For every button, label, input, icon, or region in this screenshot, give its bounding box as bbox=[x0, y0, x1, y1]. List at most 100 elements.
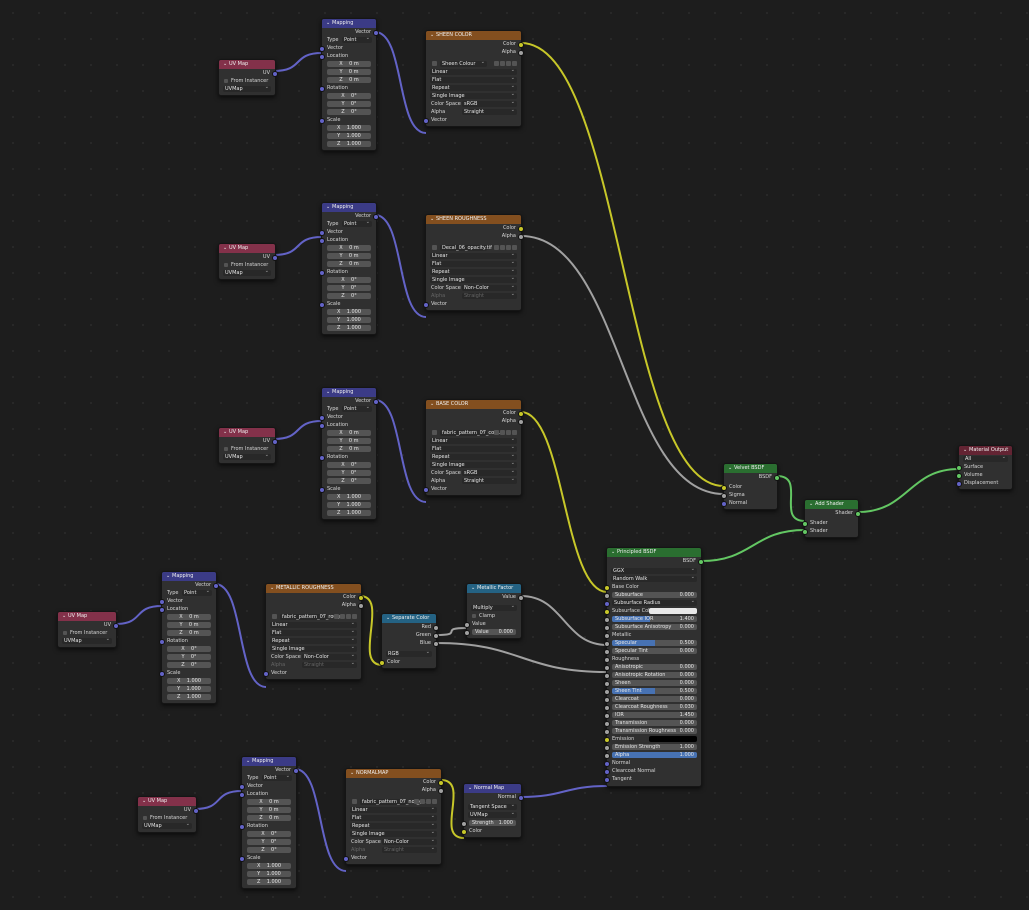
node-link[interactable] bbox=[374, 31, 427, 134]
uv-map-node[interactable]: ⌄UV Map UV From Instancer UVMap bbox=[57, 611, 119, 648]
image-texture-sheen-color[interactable]: ⌄SHEEN COLOR Color Alpha Sheen Colour Li… bbox=[423, 30, 524, 127]
input-socket[interactable] bbox=[604, 657, 610, 663]
source-dropdown[interactable]: Single Image bbox=[430, 91, 517, 99]
collapse-chevron-icon[interactable]: ⌄ bbox=[468, 785, 473, 791]
node-header[interactable]: ⌄Separate Color bbox=[382, 614, 436, 623]
node-link[interactable] bbox=[435, 627, 468, 636]
location-z-field[interactable]: Z 0 m bbox=[327, 261, 371, 267]
rotation-z-field[interactable]: Z 0° bbox=[247, 847, 291, 853]
vector-input-socket[interactable] bbox=[319, 415, 325, 421]
input-socket[interactable] bbox=[604, 601, 610, 607]
node-link[interactable] bbox=[194, 790, 243, 810]
green-output-socket[interactable] bbox=[433, 633, 439, 639]
input-socket[interactable] bbox=[604, 745, 610, 751]
duplicate-icon[interactable] bbox=[500, 61, 505, 66]
projection-dropdown[interactable]: Flat bbox=[430, 75, 517, 83]
normal-map-node[interactable]: ⌄Normal Map Normal Tangent Space UVMap S… bbox=[461, 783, 524, 838]
input-socket[interactable] bbox=[604, 777, 610, 783]
fake-user-icon[interactable] bbox=[414, 799, 419, 804]
scale-z-field[interactable]: Z 1.000 bbox=[247, 879, 291, 885]
normal-input-socket[interactable] bbox=[721, 501, 727, 507]
location-x-field[interactable]: X 0 m bbox=[327, 61, 371, 67]
color-mode-dropdown[interactable]: RGB bbox=[386, 649, 432, 657]
vector-input-socket[interactable] bbox=[423, 302, 429, 308]
node-header[interactable]: ⌄Material Output bbox=[959, 446, 1012, 455]
source-dropdown[interactable]: Single Image bbox=[270, 644, 357, 652]
scale-z-field[interactable]: Z 1.000 bbox=[327, 510, 371, 516]
input-socket[interactable] bbox=[604, 625, 610, 631]
scale-socket[interactable] bbox=[319, 487, 325, 493]
input-socket[interactable] bbox=[604, 641, 610, 647]
image-datablock[interactable]: Sheen Colour bbox=[440, 59, 487, 67]
vector-output-socket[interactable] bbox=[373, 399, 379, 405]
rotation-z-field[interactable]: Z 0° bbox=[167, 662, 211, 668]
image-datablock[interactable]: fabric_pattern_07_roug... bbox=[280, 612, 345, 620]
extension-dropdown[interactable]: Repeat bbox=[270, 636, 357, 644]
location-socket[interactable] bbox=[319, 238, 325, 244]
node-link[interactable] bbox=[520, 235, 725, 495]
location-z-field[interactable]: Z 0 m bbox=[167, 630, 211, 636]
color-output-socket[interactable] bbox=[518, 411, 524, 417]
collapse-chevron-icon[interactable]: ⌄ bbox=[430, 401, 435, 407]
interpolation-dropdown[interactable]: Linear bbox=[430, 67, 517, 75]
scale-x-field[interactable]: X 1.000 bbox=[327, 494, 371, 500]
location-socket[interactable] bbox=[319, 423, 325, 429]
displacement-input-socket[interactable] bbox=[956, 481, 962, 487]
vector-input-socket[interactable] bbox=[239, 784, 245, 790]
scale-socket[interactable] bbox=[239, 856, 245, 862]
scale-z-field[interactable]: Z 1.000 bbox=[327, 325, 371, 331]
scale-socket[interactable] bbox=[159, 671, 165, 677]
location-y-field[interactable]: Y 0 m bbox=[327, 253, 371, 259]
uv-output-socket[interactable] bbox=[272, 71, 278, 77]
projection-dropdown[interactable]: Flat bbox=[430, 444, 517, 452]
open-folder-icon[interactable] bbox=[506, 245, 511, 250]
source-dropdown[interactable]: Single Image bbox=[430, 275, 517, 283]
bsdf-output-socket[interactable] bbox=[774, 475, 780, 481]
image-browse-icon[interactable] bbox=[272, 614, 277, 619]
extension-dropdown[interactable]: Repeat bbox=[350, 821, 437, 829]
node-link[interactable] bbox=[435, 642, 608, 673]
open-folder-icon[interactable] bbox=[346, 614, 351, 619]
color-input-socket[interactable] bbox=[379, 660, 385, 666]
rotation-y-field[interactable]: Y 0° bbox=[327, 470, 371, 476]
volume-input-socket[interactable] bbox=[956, 473, 962, 479]
node-link[interactable] bbox=[294, 768, 347, 872]
uv-output-socket[interactable] bbox=[113, 623, 119, 629]
location-x-field[interactable]: X 0 m bbox=[327, 245, 371, 251]
scale-socket[interactable] bbox=[319, 118, 325, 124]
vector-input-socket[interactable] bbox=[343, 856, 349, 862]
collapse-chevron-icon[interactable]: ⌄ bbox=[270, 585, 275, 591]
vector-input-socket[interactable] bbox=[423, 487, 429, 493]
rotation-socket[interactable] bbox=[319, 455, 325, 461]
input-socket[interactable] bbox=[604, 617, 610, 623]
material-output-node[interactable]: ⌄Material Output All Surface Volume Disp… bbox=[956, 445, 1013, 490]
duplicate-icon[interactable] bbox=[500, 245, 505, 250]
input-socket[interactable] bbox=[604, 665, 610, 671]
alpha-output-socket[interactable] bbox=[518, 50, 524, 56]
location-y-field[interactable]: Y 0 m bbox=[327, 438, 371, 444]
red-output-socket[interactable] bbox=[433, 625, 439, 631]
source-dropdown[interactable]: Single Image bbox=[430, 460, 517, 468]
unlink-icon[interactable] bbox=[512, 245, 517, 250]
collapse-chevron-icon[interactable]: ⌄ bbox=[963, 447, 968, 453]
alpha-mode-dropdown[interactable]: Straight bbox=[462, 476, 517, 484]
subsurface-method-dropdown[interactable]: Random Walk bbox=[611, 574, 697, 582]
bsdf-output-socket[interactable] bbox=[698, 559, 704, 565]
surface-input-socket[interactable] bbox=[956, 465, 962, 471]
alpha-output-socket[interactable] bbox=[438, 788, 444, 794]
scale-z-field[interactable]: Z 1.000 bbox=[167, 694, 211, 700]
colorspace-dropdown[interactable]: sRGB bbox=[462, 99, 517, 107]
input-socket[interactable] bbox=[604, 689, 610, 695]
scale-x-field[interactable]: X 1.000 bbox=[327, 309, 371, 315]
color-input-socket[interactable] bbox=[721, 485, 727, 491]
projection-dropdown[interactable]: Flat bbox=[270, 628, 357, 636]
color-output-socket[interactable] bbox=[518, 42, 524, 48]
